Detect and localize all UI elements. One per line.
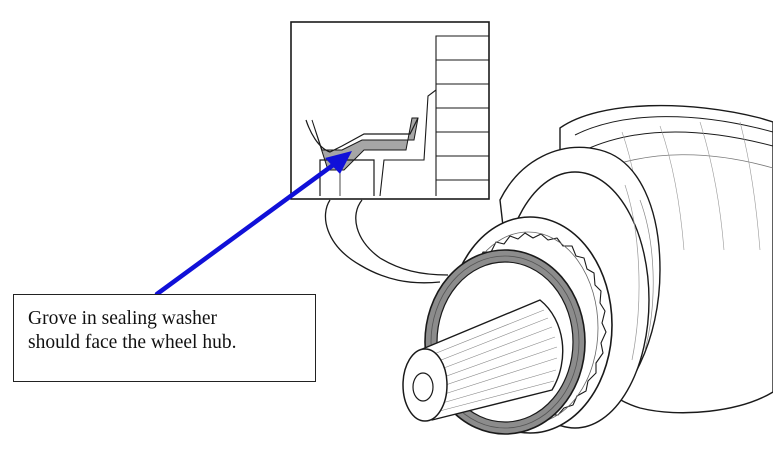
callout-box: Grove in sealing washer should face the … xyxy=(13,294,316,382)
callout-text-line-2: should face the wheel hub. xyxy=(28,332,237,353)
inset-connector-lines xyxy=(324,199,449,284)
cv-joint-assembly xyxy=(402,104,773,435)
callout-text-line-1: Grove in sealing washer xyxy=(28,308,217,329)
splined-shaft xyxy=(402,299,564,422)
pointer-arrow xyxy=(154,151,352,297)
